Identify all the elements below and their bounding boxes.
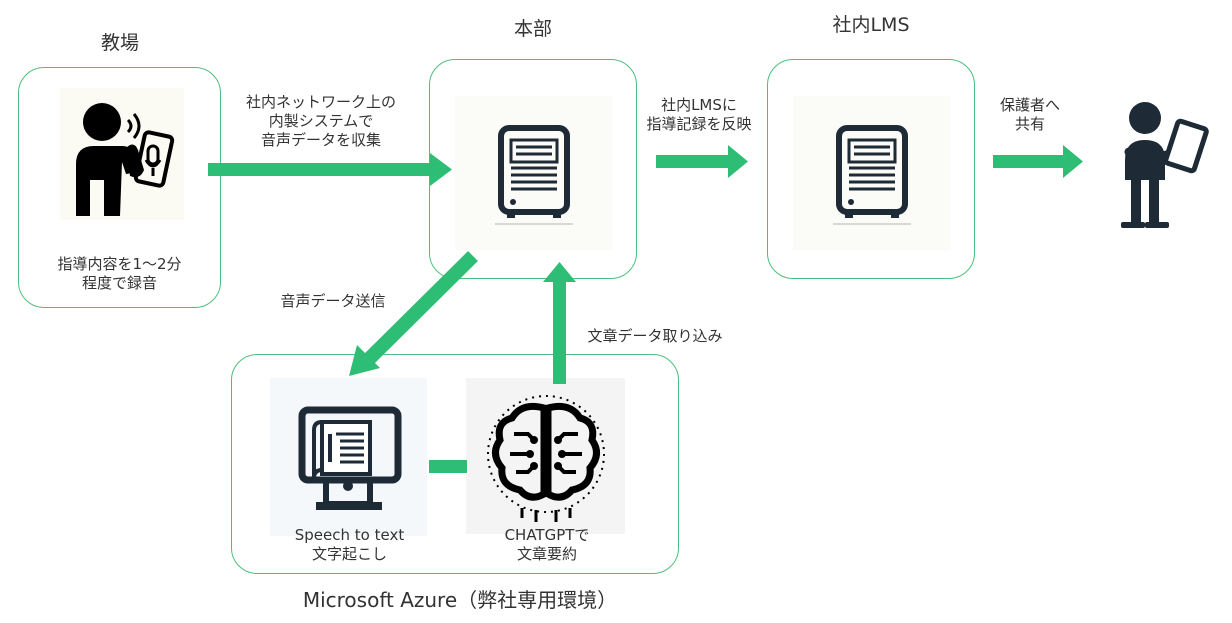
edge-azure-to-hq-label: 文章データ取り込み bbox=[587, 327, 723, 345]
arrowhead-lms-to-guardian bbox=[1063, 145, 1083, 178]
arrow-field-to-hq bbox=[208, 163, 430, 176]
edge-lms-to-guardian-label: 保護者へ 共有 bbox=[980, 96, 1080, 134]
edge-hq-to-lms-label: 社内LMSに 指導記録を反映 bbox=[634, 96, 764, 134]
edge-field-to-hq-line1: 社内ネットワーク上の bbox=[245, 93, 396, 111]
field-caption-line1: 指導内容を1～2分 bbox=[57, 255, 182, 273]
field-caption-line2: 程度で録音 bbox=[81, 274, 157, 292]
hq-icon-tile bbox=[455, 96, 612, 250]
gpt-caption: CHATGPTで 文章要約 bbox=[472, 526, 622, 564]
person-recording-phone-icon bbox=[76, 103, 175, 216]
server-icon bbox=[495, 125, 573, 225]
arrow-azure-to-hq bbox=[553, 280, 566, 384]
field-icon-tile bbox=[60, 88, 184, 220]
hq-title: 本部 bbox=[513, 18, 552, 40]
stt-caption-line1: Speech to text bbox=[294, 526, 405, 544]
edge-lms-to-guardian-line1: 保護者へ bbox=[999, 96, 1060, 114]
edge-hq-to-azure-label: 音声データ送信 bbox=[280, 292, 386, 310]
monitor-document-icon bbox=[298, 406, 402, 510]
azure-title: Microsoft Azure（弊社専用環境） bbox=[302, 588, 618, 612]
gpt-icon-tile bbox=[466, 378, 625, 534]
field-title: 教場 bbox=[100, 32, 139, 54]
stt-caption-line2: 文字起こし bbox=[311, 545, 387, 563]
stt-caption: Speech to text 文字起こし bbox=[262, 526, 437, 564]
stt-icon-tile bbox=[270, 378, 427, 536]
edge-field-to-hq-line2: 内製システムで bbox=[268, 112, 374, 130]
gpt-caption-line1: CHATGPTで bbox=[504, 526, 590, 544]
server-icon bbox=[833, 125, 911, 225]
arrow-hq-to-azure bbox=[363, 251, 478, 365]
person-with-tablet-icon bbox=[1121, 102, 1209, 228]
lms-title: 社内LMS bbox=[832, 14, 910, 36]
arrowhead-hq-to-azure bbox=[349, 345, 380, 376]
arrowhead-field-to-hq bbox=[430, 153, 452, 186]
arrow-lms-to-guardian bbox=[993, 155, 1063, 168]
edge-lms-to-guardian-line2: 共有 bbox=[1014, 115, 1045, 133]
gpt-caption-line2: 文章要約 bbox=[516, 545, 577, 563]
edge-field-to-hq-label: 社内ネットワーク上の 内製システムで 音声データを収集 bbox=[216, 93, 426, 150]
arrowhead-hq-to-lms bbox=[728, 145, 748, 178]
field-caption: 指導内容を1～2分 程度で録音 bbox=[22, 255, 217, 293]
connector-stt-gpt bbox=[429, 460, 467, 473]
edge-hq-to-lms-line1: 社内LMSに bbox=[661, 96, 737, 114]
edge-field-to-hq-line3: 音声データを収集 bbox=[260, 131, 381, 149]
lms-icon-tile bbox=[793, 96, 950, 250]
edge-hq-to-lms-line2: 指導記録を反映 bbox=[646, 115, 752, 133]
brain-circuit-icon bbox=[487, 395, 605, 522]
arrowhead-azure-to-hq bbox=[543, 262, 576, 282]
arrow-hq-to-lms bbox=[656, 155, 728, 168]
guardian-icon-tile bbox=[1105, 96, 1211, 232]
